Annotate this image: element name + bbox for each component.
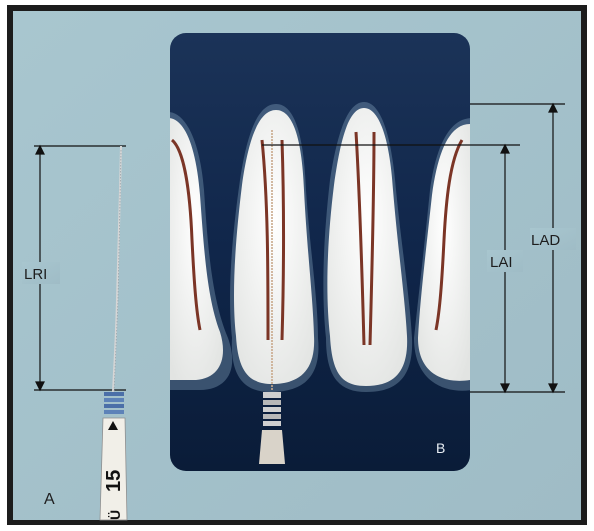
- panel-b-label: B: [436, 440, 445, 456]
- measure-lad-label: LAD: [531, 232, 560, 249]
- panel-a-label: A: [44, 491, 55, 508]
- radiograph-panel: B: [168, 33, 520, 471]
- file-handle-mark: Ü: [107, 510, 123, 520]
- canal-2b: [282, 140, 284, 340]
- file-handle: [100, 418, 127, 520]
- measure-lri-label: LRI: [24, 266, 47, 283]
- file-size-number: 15: [103, 470, 125, 492]
- measure-lai-label: LAI: [490, 254, 513, 271]
